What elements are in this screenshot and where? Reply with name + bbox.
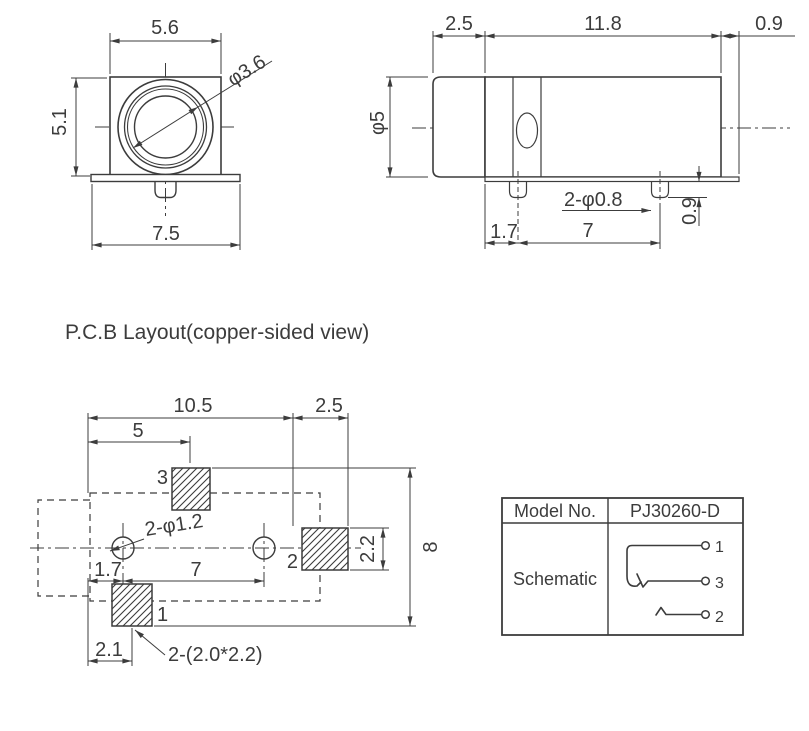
schematic-terminal-1 — [700, 540, 711, 551]
pcb-dim-pad3-offset-text: 5 — [132, 420, 143, 442]
front-dim-bottom-text: 7.5 — [152, 223, 180, 245]
side-dim-pin-offset-text: 1.7 — [490, 221, 518, 243]
side-view-dim-diameter: φ5 — [367, 76, 393, 178]
front-view-flange — [90, 173, 241, 183]
front-view-dim-top: 5.6 — [109, 17, 222, 44]
schematic-switch-contact — [655, 606, 702, 616]
pcb-dim-pad1-offset-text: 2.1 — [95, 639, 123, 661]
pcb-pad3-label: 3 — [157, 467, 168, 489]
side-dim-body-text: 11.8 — [584, 13, 621, 35]
front-view: 5.6 5.1 7.5 φ3.6 — [49, 17, 273, 250]
pcb-dim-pad2-height-text: 2.2 — [357, 535, 379, 563]
schematic-terminal-3 — [700, 576, 711, 586]
side-view: 2.5 11.8 0.9 φ5 1.7 7 2-φ0.8 0.9 — [367, 13, 795, 249]
side-view-pin-dia-callout: 2-φ0.8 — [562, 189, 652, 213]
pcb-hole-dia-text: 2-φ1.2 — [143, 510, 204, 541]
section-title: P.C.B Layout(copper-sided view) — [65, 321, 369, 344]
pcb-pad2-label: 2 — [287, 551, 298, 573]
front-view-center-pin — [154, 181, 177, 199]
side-view-barrel — [432, 76, 486, 178]
model-no-label: Model No. — [514, 501, 596, 521]
front-dim-left-text: 5.1 — [49, 108, 71, 136]
side-view-pin-centerlines — [517, 171, 661, 240]
pcb-hole-centerlines — [122, 523, 265, 586]
side-view-dim-bottom: 1.7 7 — [484, 220, 661, 246]
side-view-dim-pin-length: 0.9 — [668, 166, 707, 226]
pcb-pad-2 — [301, 527, 349, 571]
pcb-dim-hole-spacing: 1.7 7 — [87, 559, 265, 584]
pcb-dim-pad2-offset-text: 2.5 — [315, 395, 343, 417]
side-view-dim-top: 2.5 11.8 0.9 — [432, 13, 795, 39]
side-dim-lip-text: 0.9 — [755, 13, 783, 35]
front-view-body — [109, 76, 222, 177]
front-view-dim-bottom: 7.5 — [91, 223, 241, 248]
pcb-pad-1 — [111, 583, 153, 627]
pcb-dim-hole-offset-text: 1.7 — [94, 559, 122, 581]
side-pin-dia-text: 2-φ0.8 — [564, 189, 623, 211]
pcb-dim-overall-width: 10.5 — [87, 395, 294, 421]
side-dim-barrel-text: 2.5 — [445, 13, 473, 35]
pcb-hole-dia-callout: 2-φ1.2 — [109, 510, 205, 552]
pcb-dim-height-text: 8 — [420, 541, 442, 552]
pcb-extension-lines — [87, 413, 416, 666]
spec-table: Model No. PJ30260-D Schematic 1 3 2 — [501, 497, 744, 636]
side-view-body — [484, 76, 722, 178]
pcb-pad-size-text: 2-(2.0*2.2) — [168, 644, 263, 666]
schematic-tip-contact — [626, 544, 702, 587]
schematic-pin3-label: 3 — [715, 575, 724, 592]
schematic-pin2-label: 2 — [715, 609, 724, 626]
schematic-label: Schematic — [513, 569, 597, 589]
schematic-middle-contact — [636, 573, 702, 588]
pcb-dim-hole-pitch-text: 7 — [190, 559, 201, 581]
front-view-dim-left: 5.1 — [49, 77, 79, 177]
pcb-pad-size-callout: 2-(2.0*2.2) — [134, 629, 263, 666]
schematic-terminal-2 — [700, 609, 711, 620]
pcb-dim-pad2-height: 2.2 — [357, 527, 386, 571]
pcb-dim-overall-height: 8 — [407, 467, 442, 627]
pcb-pad1-label: 1 — [157, 604, 168, 626]
side-view-flange — [484, 176, 740, 183]
side-dim-pin-length-text: 0.9 — [679, 197, 701, 225]
schematic-pin1-label: 1 — [715, 539, 724, 556]
pcb-layout: 10.5 2.5 5 1.7 7 8 2.2 2.1 — [30, 395, 442, 666]
front-hole-dia-text: φ3.6 — [224, 51, 270, 91]
side-dim-pitch-text: 7 — [582, 220, 593, 242]
pcb-dim-pad2-offset: 2.5 — [292, 395, 349, 421]
side-view-slot-hole — [515, 112, 539, 149]
side-view-collar-lines — [512, 77, 542, 177]
pcb-dim-pad3-offset: 5 — [87, 420, 191, 445]
pcb-dim-width-text: 10.5 — [174, 395, 213, 417]
side-dim-dia-text: φ5 — [367, 111, 389, 135]
pcb-pad-3 — [171, 467, 211, 511]
front-dim-top-text: 5.6 — [151, 17, 179, 39]
model-no-value: PJ30260-D — [630, 501, 720, 521]
pcb-dim-pad1-offset: 2.1 — [87, 639, 133, 664]
schematic-drawing: 1 3 2 — [626, 539, 724, 626]
